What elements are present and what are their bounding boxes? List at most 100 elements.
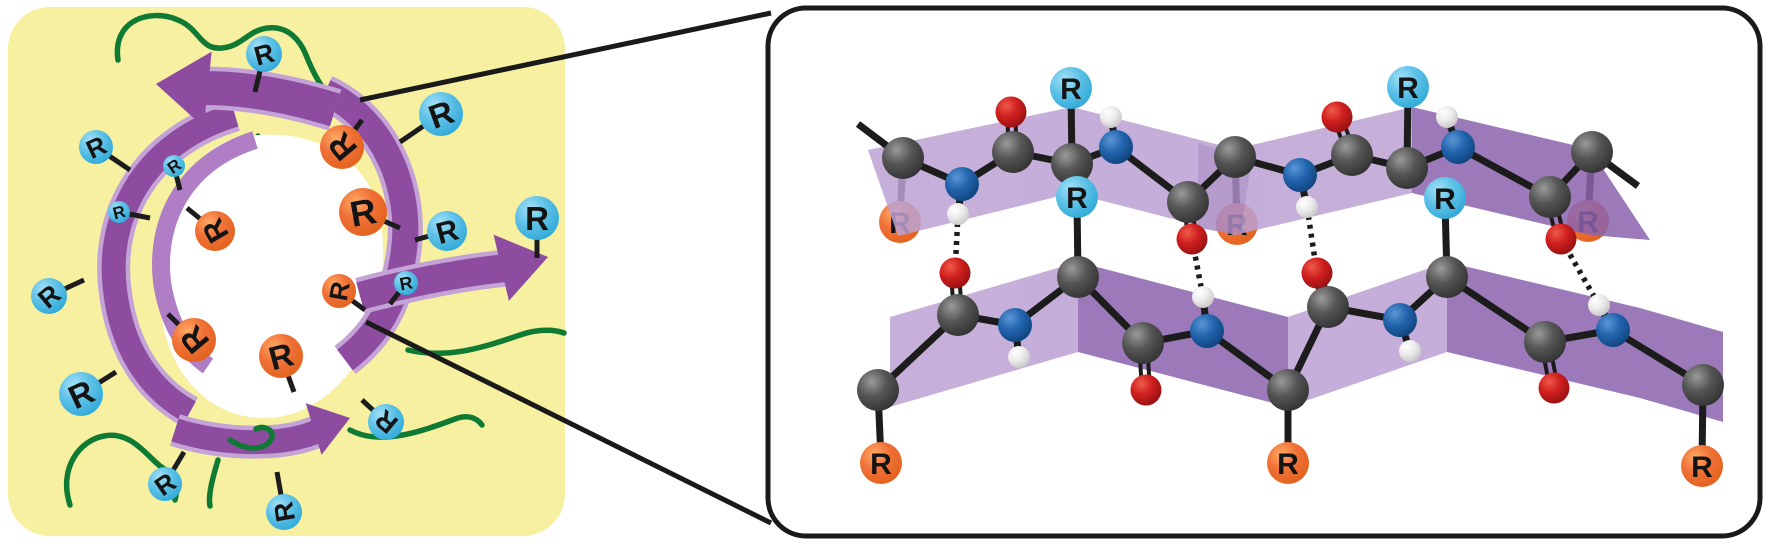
carbon-atom [1307,286,1349,328]
r-group-label: R [870,448,892,481]
r-group-hydrophilic [79,130,113,164]
carbon-atom [992,131,1034,173]
nitrogen-atom [1383,303,1417,337]
r-group-hydrophobic [320,125,364,169]
carbon-atom [1524,321,1566,363]
r-group-label: R [1397,72,1419,105]
ribbon-tip [1590,149,1650,240]
loop-coil [206,457,221,509]
r-group-hydrophilic [1050,67,1092,109]
oxygen-atom [1538,372,1570,404]
carbon-atom [1386,147,1428,189]
r-group-hydrophilic [59,372,103,416]
carbon-atom [937,294,979,336]
magnifier-line [359,10,772,103]
oxygen-atom [1176,223,1208,255]
r-group-hydrophilic [1424,177,1466,219]
carbon-atom [1426,256,1468,298]
r-group-hydrophobic [172,318,216,362]
ribbon-facet [1235,107,1412,235]
oxygen-atom [1130,374,1162,406]
r-group-hydrophilic [163,155,185,177]
beta-strand-arrowhead [493,234,548,301]
r-group-hydrophobic [322,274,356,308]
hydrogen-atom [1008,346,1030,368]
beta-strand-ribbon [171,418,323,455]
oxygen-atom [939,257,971,289]
carbon-atom [1571,131,1613,173]
hydrogen-atom [1399,340,1421,362]
r-group-hydrophilic [1387,66,1429,108]
hydrogen-atom [1588,294,1610,316]
loop-coil [114,12,329,95]
beta-strand-ribbon [101,103,239,423]
carbon-atom [1167,181,1209,223]
r-group-hydrophobic [339,188,387,236]
r-group-hydrophilic [108,201,130,223]
r-group-label: R [1066,182,1088,215]
carbon-atom [1057,256,1099,298]
carbon-atom [1122,322,1164,364]
r-group-label: R [398,272,414,294]
r-group-hydrophobic [259,334,303,378]
r-group-hydrophilic [148,467,182,501]
r-group-label: R [323,279,356,303]
oxygen-atom [1301,257,1333,289]
ribbon-facet [1288,262,1447,407]
carbon-atom [1331,134,1373,176]
ribbon-facet [890,262,1078,407]
carbon-atom [1529,176,1571,218]
r-group-hydrophilic [515,196,559,240]
hydrogen-atom [1100,106,1122,128]
nitrogen-atom [1099,130,1133,164]
r-group-hydrophobic [860,442,902,484]
hydrogen-atom [947,203,969,225]
nitrogen-atom [1441,130,1475,164]
beta-strand-ribbon [203,71,341,127]
r-group-label: R [1434,183,1456,216]
loop-coil [405,327,567,356]
carbon-atom [1682,364,1724,406]
hydrogen-atom [1192,286,1214,308]
hydrophobic-core [159,134,384,419]
loop-coils-front [63,327,567,509]
carbon-atom [1051,143,1093,185]
nitrogen-atom [945,167,979,201]
oxygen-atom [995,96,1027,128]
loop-coil [227,424,275,451]
beta-strand-ribbon [356,254,508,310]
r-group-label: R [1277,448,1299,481]
nitrogen-atom [1596,313,1630,347]
nitrogen-atom [1190,314,1224,348]
hydrogen-atom [1436,106,1458,128]
r-group-hydrophilic [1056,176,1098,218]
r-group-hydrophilic [31,278,67,314]
beta-strand-arrowhead [156,51,212,128]
magnifier-line [364,319,773,526]
r-group-label: R [1060,73,1082,106]
r-group-label: R [1691,451,1713,484]
r-group-hydrophilic [246,36,282,72]
r-group-hydrophobic [1681,445,1723,487]
r-group-hydrophilic [419,92,463,136]
detail-panel-frame [765,5,1763,539]
oxygen-atom [1545,223,1577,255]
r-group-hydrophobic [1267,442,1309,484]
r-group-hydrophilic [368,404,404,440]
r-group-hydrophilic [394,271,418,295]
r-group-hydrophobic [195,211,235,251]
carbon-atom [1267,369,1309,411]
r-group-label: R [111,202,128,224]
r-group-label: R [525,200,549,237]
r-group-hydrophilic [266,494,302,530]
beta-strand-arrowhead [305,403,350,455]
hydrogen-atom [1296,196,1318,218]
nitrogen-atom [1283,158,1317,192]
oxygen-atom [1321,101,1353,133]
carbon-atom [1214,136,1256,178]
nitrogen-atom [998,308,1032,342]
